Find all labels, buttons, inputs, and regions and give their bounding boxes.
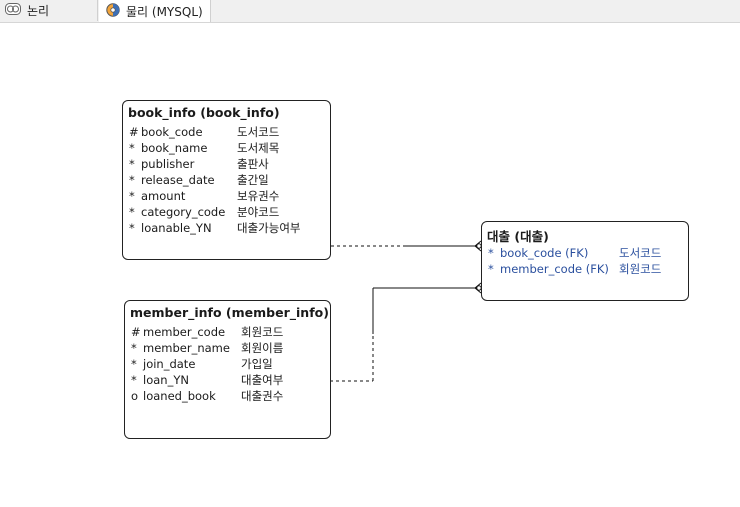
mandatory-marker: * [131, 341, 137, 355]
mandatory-marker: * [131, 373, 137, 387]
logical-name: 회원이름 [241, 341, 284, 355]
physical-name: release_date [141, 173, 215, 187]
attribute-row[interactable]: * join_date 가입일 [131, 356, 273, 372]
entity-loan[interactable]: 대출 (대출) * book_code (FK) 도서코드 * member_cod… [481, 221, 689, 301]
mandatory-marker: * [488, 262, 494, 276]
physical-name: member_code (FK) [500, 262, 609, 276]
mandatory-marker: * [129, 141, 135, 155]
mandatory-marker: * [129, 173, 135, 187]
physical-name: loaned_book [143, 389, 216, 403]
entity-title: 대출 (대출) [487, 229, 549, 244]
logical-name: 회원코드 [241, 325, 284, 339]
logical-name: 대출권수 [241, 389, 284, 403]
logical-name: 도서제목 [237, 141, 280, 155]
physical-model-icon [106, 2, 120, 20]
attribute-row[interactable]: * book_code (FK) 도서코드 [488, 245, 661, 261]
physical-name: book_code [141, 125, 203, 139]
mandatory-marker: * [129, 157, 135, 171]
attribute-row[interactable]: * amount 보유권수 [129, 188, 279, 204]
logical-name: 출판사 [237, 157, 269, 171]
attribute-row[interactable]: * member_name 회원이름 [131, 340, 283, 356]
physical-name: category_code [141, 205, 226, 219]
relation-book-info-to-loan[interactable] [331, 240, 482, 252]
mandatory-marker: * [131, 357, 137, 371]
attribute-row[interactable]: * book_name 도서제목 [129, 140, 279, 156]
physical-name: publisher [141, 157, 195, 171]
entity-book-info[interactable]: book_info (book_info) #book_code 도서코드 * b… [122, 100, 331, 260]
key-marker: # [131, 325, 141, 339]
key-marker: # [129, 125, 139, 139]
logical-name: 도서코드 [237, 125, 280, 139]
logical-name: 회원코드 [619, 262, 662, 276]
mandatory-marker: * [129, 205, 135, 219]
physical-name: member_code [143, 325, 226, 339]
relation-member-info-to-loan[interactable] [330, 282, 482, 382]
physical-name: book_code (FK) [500, 246, 589, 260]
attribute-row[interactable]: * publisher 출판사 [129, 156, 269, 172]
physical-name: amount [141, 189, 186, 203]
entity-title: member_info (member_info) [130, 305, 329, 320]
logical-name: 대출여부 [241, 373, 284, 387]
physical-name: loan_YN [143, 373, 189, 387]
tab-physical-model[interactable]: 물리 (MYSQL) [99, 0, 211, 22]
logical-name: 대출가능여부 [237, 221, 301, 235]
attribute-row[interactable]: o loaned_book 대출권수 [131, 388, 283, 404]
attribute-row[interactable]: * member_code (FK) 회원코드 [488, 261, 661, 277]
attribute-row[interactable]: * release_date 출간일 [129, 172, 269, 188]
tab-logical-label: 논리 [27, 4, 50, 18]
mandatory-marker: * [488, 246, 494, 260]
attribute-row[interactable]: * loanable_YN 대출가능여부 [129, 220, 300, 236]
logical-name: 분야코드 [237, 205, 280, 219]
logical-model-icon [5, 3, 21, 18]
tab-physical-label: 물리 (MYSQL) [126, 4, 203, 19]
mandatory-marker: * [129, 221, 135, 235]
optional-marker: o [131, 389, 139, 403]
logical-name: 보유권수 [237, 189, 280, 203]
attribute-row[interactable]: #book_code 도서코드 [129, 124, 279, 140]
physical-name: loanable_YN [141, 221, 212, 235]
attribute-row[interactable]: * category_code 분야코드 [129, 204, 279, 220]
attribute-row[interactable]: #member_code 회원코드 [131, 324, 283, 340]
physical-name: join_date [143, 357, 196, 371]
entity-member-info[interactable]: member_info (member_info) #member_code 회… [124, 300, 331, 439]
physical-name: book_name [141, 141, 208, 155]
logical-name: 도서코드 [619, 246, 662, 260]
logical-name: 출간일 [237, 173, 269, 187]
entity-title: book_info (book_info) [128, 105, 280, 120]
mandatory-marker: * [129, 189, 135, 203]
attribute-row[interactable]: * loan_YN 대출여부 [131, 372, 283, 388]
physical-name: member_name [143, 341, 230, 355]
logical-name: 가입일 [241, 357, 273, 371]
tab-logical-model[interactable]: 논리 [0, 0, 98, 21]
model-tab-bar: 논리 물리 (MYSQL) [0, 0, 740, 23]
